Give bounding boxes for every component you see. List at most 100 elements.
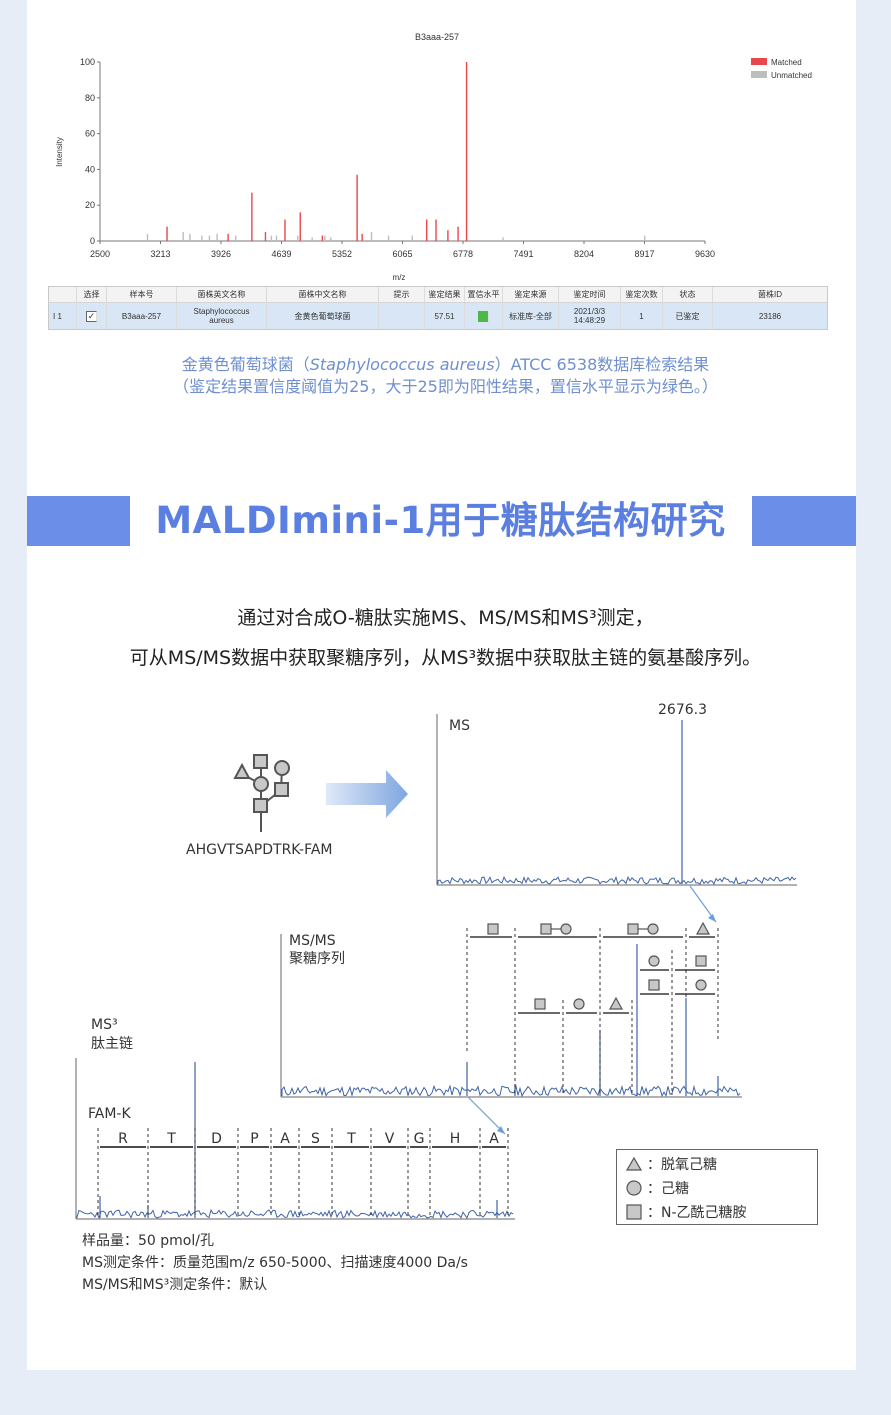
glycan-structure-icon bbox=[233, 754, 290, 832]
residue-label: V bbox=[385, 1131, 395, 1147]
peptide-sequence-label: AHGVTSAPDTRK-FAM bbox=[186, 842, 333, 858]
note-ms-conditions: MS测定条件：质量范围m/z 650-5000、扫描速度4000 Da/s bbox=[82, 1255, 468, 1271]
residue-label: D bbox=[211, 1131, 222, 1147]
row-strain-id: 23186 bbox=[758, 311, 782, 321]
circle-icon bbox=[626, 1180, 642, 1196]
x-tick-label: 3213 bbox=[150, 249, 170, 259]
note-sample-amount: 样品量：50 pmol/孔 bbox=[82, 1233, 214, 1249]
msms-spectrum-panel: MS/MS 聚糖序列 bbox=[280, 921, 742, 1098]
table-header-chinese-name: 菌株中文名称 bbox=[267, 287, 379, 302]
row-result: 57.51 bbox=[425, 303, 465, 329]
row-chinese-name: 金黄色葡萄球菌 bbox=[267, 303, 379, 329]
row-source: 标准库-全部 bbox=[503, 303, 559, 329]
row-select-cell: ✓ bbox=[77, 303, 107, 329]
msms-glycan-symbols bbox=[487, 921, 711, 1010]
x-tick-label: 3926 bbox=[211, 249, 231, 259]
ms-peak-label: 2676.3 bbox=[658, 702, 707, 718]
row-time: 2021/3/3 14:48:29 bbox=[559, 303, 621, 329]
table-header-english-name: 菌株英文名称 bbox=[177, 287, 267, 302]
table-header-index bbox=[49, 287, 77, 302]
intro-line1: 通过对合成O-糖肽实施MS、MS/MS和MS³测定， bbox=[237, 607, 654, 629]
row-english-name: Staphylococcus aureus bbox=[177, 303, 267, 329]
msms-noise-trace bbox=[281, 1084, 741, 1098]
y-tick-label: 40 bbox=[85, 164, 95, 174]
table-header: 选择 样本号 菌株英文名称 菌株中文名称 提示 鉴定结果 置信水平 鉴定来源 鉴… bbox=[49, 287, 827, 303]
y-tick-label: 100 bbox=[80, 57, 95, 67]
table-header-hint: 提示 bbox=[379, 287, 425, 302]
table-header-source: 鉴定来源 bbox=[503, 287, 559, 302]
msms-zoom-pointer-head bbox=[497, 1126, 505, 1134]
flow-arrow-icon bbox=[326, 770, 408, 818]
table-header-status: 状态 bbox=[663, 287, 713, 302]
glycan-symbol-legend: ：脱氧己糖 ：己糖 ：N-乙酰己糖胺 bbox=[616, 1149, 818, 1225]
residue-label: G bbox=[414, 1131, 425, 1147]
msms-interval-arrows bbox=[470, 936, 715, 1014]
residue-label: P bbox=[250, 1131, 258, 1147]
residue-label: R bbox=[118, 1131, 128, 1147]
identification-result-table: 选择 样本号 菌株英文名称 菌株中文名称 提示 鉴定结果 置信水平 鉴定来源 鉴… bbox=[48, 286, 828, 330]
triangle-icon bbox=[625, 1156, 643, 1171]
legend-matched-swatch bbox=[751, 58, 767, 65]
row-index: I 1 bbox=[49, 303, 77, 329]
msms-label: MS/MS bbox=[289, 933, 336, 949]
table-header-sample: 样本号 bbox=[107, 287, 177, 302]
msms-sublabel: 聚糖序列 bbox=[289, 951, 345, 967]
x-tick-label: 5352 bbox=[332, 249, 352, 259]
residue-label: H bbox=[450, 1131, 461, 1147]
glycopeptide-figure: AHGVTSAPDTRK-FAM MS 2676.3 MS/MS 聚糖序列 bbox=[75, 702, 797, 1220]
ms-zoom-pointer-head bbox=[708, 914, 716, 922]
y-axis-label: Intensity bbox=[55, 137, 64, 167]
legend-row-deoxyhexose: ：脱氧己糖 bbox=[625, 1154, 717, 1174]
x-tick-label: 7491 bbox=[513, 249, 533, 259]
legend-unmatched-swatch bbox=[751, 71, 767, 78]
intro-line2: 可从MS/MS数据中获取聚糖序列，从MS³数据中获取肽主链的氨基酸序列。 bbox=[129, 647, 762, 669]
table-header-select: 选择 bbox=[77, 287, 107, 302]
ms-spectrum-panel: MS 2676.3 bbox=[436, 702, 797, 886]
row-count: 1 bbox=[621, 303, 663, 329]
legend-unmatched-label: Unmatched bbox=[771, 71, 812, 80]
row-status: 已鉴定 bbox=[663, 303, 713, 329]
table-header-confidence: 置信水平 bbox=[465, 287, 503, 302]
species-name: Staphylococcus aureus bbox=[309, 355, 495, 374]
row-select-checkbox[interactable]: ✓ bbox=[86, 310, 97, 322]
residue-label: A bbox=[489, 1131, 499, 1147]
y-tick-label: 60 bbox=[85, 129, 95, 139]
residue-label: T bbox=[346, 1131, 356, 1147]
msms-peaks bbox=[466, 944, 719, 1096]
figure-caption-line1: 金黄色葡萄球菌（Staphylococcus aureus）ATCC 6538数… bbox=[181, 355, 710, 374]
x-tick-label: 4639 bbox=[271, 249, 291, 259]
figure-caption-line2: （鉴定结果置信度阈值为25，大于25即为阳性结果，置信水平显示为绿色。） bbox=[173, 377, 718, 396]
y-tick-label: 20 bbox=[85, 200, 95, 210]
msms-zoom-pointer bbox=[467, 1096, 506, 1135]
legend-row-hexose: ：己糖 bbox=[625, 1178, 689, 1198]
x-tick-label: 9630 bbox=[695, 249, 715, 259]
table-header-strain-id: 菌株ID bbox=[758, 290, 782, 299]
chart-title: B3aaa-257 bbox=[415, 32, 459, 42]
section-title: MALDImini-1用于糖肽结构研究 bbox=[155, 499, 726, 542]
ms-noise-trace bbox=[437, 875, 797, 886]
banner-right-bar bbox=[752, 496, 856, 546]
note-msms-conditions: MS/MS和MS³测定条件：默认 bbox=[82, 1277, 268, 1293]
residue-label: S bbox=[311, 1131, 320, 1147]
ms3-label: MS³ bbox=[91, 1017, 118, 1033]
legend-row-hexnac: ：N-乙酰己糖胺 bbox=[625, 1202, 747, 1222]
x-tick-label: 8204 bbox=[574, 249, 594, 259]
ms3-sublabel: 肽主链 bbox=[91, 1036, 133, 1052]
table-header-result: 鉴定结果 bbox=[425, 287, 465, 302]
row-hint bbox=[379, 303, 425, 329]
y-tick-label: 80 bbox=[85, 93, 95, 103]
x-tick-label: 2500 bbox=[90, 249, 110, 259]
table-row[interactable]: I 1 ✓ B3aaa-257 Staphylococcus aureus 金黄… bbox=[49, 303, 827, 329]
ms-label: MS bbox=[449, 718, 470, 734]
msms-guide-lines bbox=[466, 928, 719, 1095]
table-header-time: 鉴定时间 bbox=[559, 287, 621, 302]
fam-k-label: FAM-K bbox=[88, 1106, 131, 1122]
square-icon bbox=[626, 1204, 642, 1220]
x-tick-label: 8917 bbox=[634, 249, 654, 259]
x-tick-label: 6065 bbox=[392, 249, 412, 259]
ms3-noise-trace bbox=[76, 1208, 514, 1220]
row-sample: B3aaa-257 bbox=[107, 303, 177, 329]
